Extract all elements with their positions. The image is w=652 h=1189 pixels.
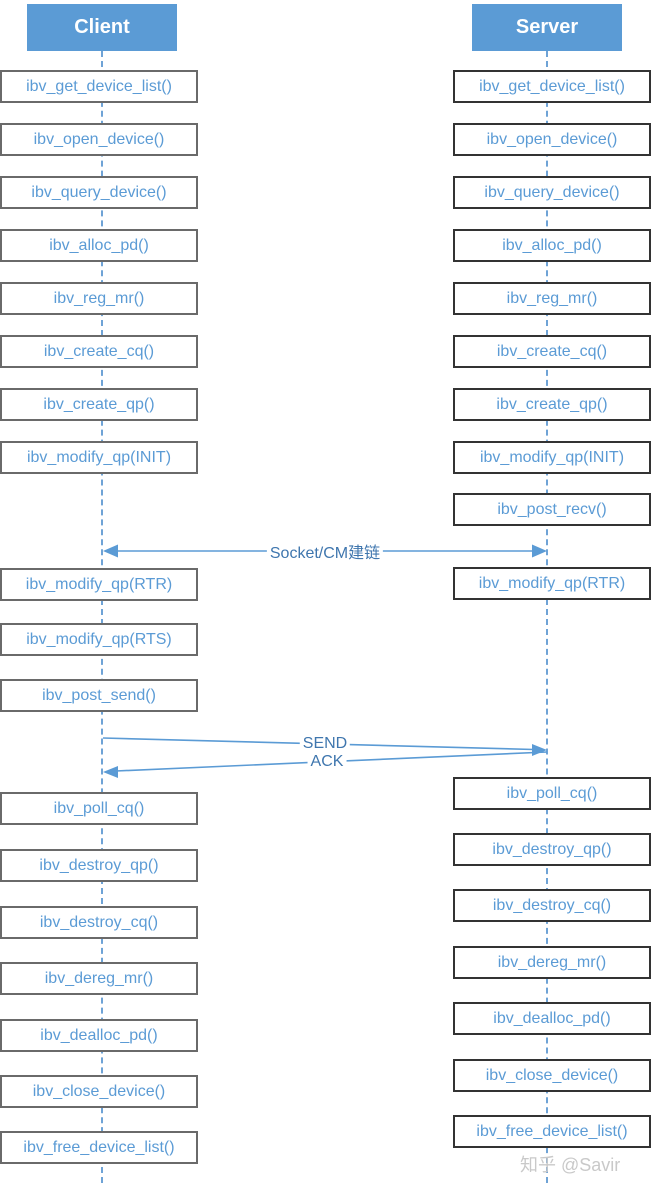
server-header: Server [472,4,622,51]
server-call-box: ibv_destroy_cq() [453,889,651,922]
server-call-box: ibv_reg_mr() [453,282,651,315]
client-call-box: ibv_post_send() [0,679,198,712]
client-call-box: ibv_create_qp() [0,388,198,421]
client-call-box: ibv_alloc_pd() [0,229,198,262]
client-call-box: ibv_modify_qp(RTR) [0,568,198,601]
client-call-box: ibv_dealloc_pd() [0,1019,198,1052]
server-call-box: ibv_modify_qp(RTR) [453,567,651,600]
server-call-box: ibv_dereg_mr() [453,946,651,979]
send-label: SEND [299,735,351,753]
server-call-box: ibv_create_qp() [453,388,651,421]
client-call-box: ibv_open_device() [0,123,198,156]
client-call-box: ibv_destroy_qp() [0,849,198,882]
client-header: Client [27,4,177,51]
server-call-box: ibv_poll_cq() [453,777,651,810]
client-call-box: ibv_query_device() [0,176,198,209]
server-call-box: ibv_free_device_list() [453,1115,651,1148]
server-call-box: ibv_create_cq() [453,335,651,368]
server-call-box: ibv_get_device_list() [453,70,651,103]
client-lifeline [101,51,103,1183]
server-call-box: ibv_close_device() [453,1059,651,1092]
client-call-box: ibv_get_device_list() [0,70,198,103]
server-call-box: ibv_post_recv() [453,493,651,526]
client-call-box: ibv_create_cq() [0,335,198,368]
client-call-box: ibv_modify_qp(RTS) [0,623,198,656]
server-call-box: ibv_alloc_pd() [453,229,651,262]
server-call-box: ibv_destroy_qp() [453,833,651,866]
client-call-box: ibv_dereg_mr() [0,962,198,995]
server-call-box: ibv_modify_qp(INIT) [453,441,651,474]
client-call-box: ibv_poll_cq() [0,792,198,825]
server-call-box: ibv_query_device() [453,176,651,209]
client-call-box: ibv_destroy_cq() [0,906,198,939]
watermark: 知乎 @Savir [520,1155,621,1175]
server-lifeline [546,51,548,1183]
ack-label: ACK [307,753,347,771]
server-call-box: ibv_dealloc_pd() [453,1002,651,1035]
server-call-box: ibv_open_device() [453,123,651,156]
client-call-box: ibv_free_device_list() [0,1131,198,1164]
client-call-box: ibv_modify_qp(INIT) [0,441,198,474]
client-call-box: ibv_close_device() [0,1075,198,1108]
client-call-box: ibv_reg_mr() [0,282,198,315]
connect-label: Socket/CM建链 [266,539,384,563]
